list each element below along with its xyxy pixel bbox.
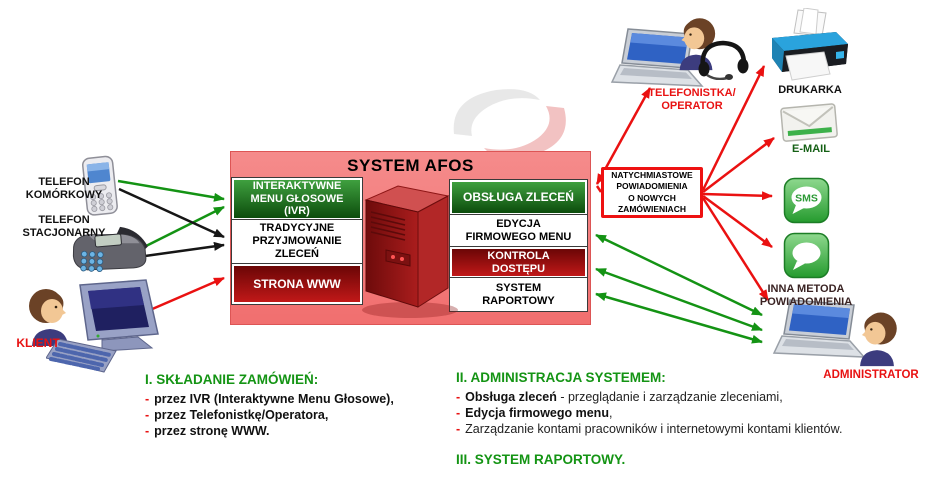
- crt-monitor-icon: [79, 279, 159, 352]
- list-item: -Edycja firmowego menu,: [456, 405, 881, 421]
- list-item-text: przez stronę WWW.: [154, 424, 270, 438]
- arrow-landline-to-ivr: [141, 205, 225, 250]
- desk-phone-icon: [72, 226, 148, 273]
- keyboard-icon: [46, 338, 117, 373]
- landline-phone-label: TELEFON STACJONARNY: [22, 214, 106, 240]
- box-tradycyjne-przyjmowanie: TRADYCYJNE PRZYJMOWANIE ZLECEŃ: [231, 219, 363, 264]
- bullet-dash: -: [456, 422, 461, 436]
- arrow-notif-to-other: [702, 194, 773, 249]
- sms-icon-text: SMS: [795, 193, 818, 205]
- box-kontrola-dostepu: KONTROLA DOSTĘPU: [449, 246, 588, 279]
- section-ordering-title: I. SKŁADANIE ZAMÓWIEŃ:: [145, 372, 319, 387]
- client-label: KLIENT: [16, 336, 60, 350]
- section-ordering: I. SKŁADANIE ZAMÓWIEŃ: -przez IVR (Inter…: [145, 372, 460, 439]
- box-strona-www: STRONA WWW: [231, 263, 363, 305]
- arrow-landline-to-tradycyjne: [144, 241, 225, 258]
- arrow-admin-edycja: [595, 233, 763, 317]
- list-item-text: Zarządzanie kontami pracowników i intern…: [465, 422, 843, 436]
- list-item: -Obsługa zleceń - przeglądanie i zarządz…: [456, 389, 881, 405]
- bullet-dash: -: [145, 408, 150, 422]
- mobile-phone-label: TELEFON KOMÓRKOWY: [25, 176, 103, 202]
- list-item: -Zarządzanie kontami pracowników i inter…: [456, 421, 881, 437]
- printer-label: DRUKARKA: [778, 84, 842, 96]
- section-administration: II. ADMINISTRACJA SYSTEMEM: -Obsługa zle…: [456, 370, 881, 437]
- section-administration-title: II. ADMINISTRACJA SYSTEMEM:: [456, 370, 666, 385]
- operator-label: TELEFONISTKA/ OPERATOR: [648, 87, 736, 113]
- arrow-admin-kontrola: [595, 267, 763, 332]
- list-item: -przez Telefonistkę/Operatora,: [145, 407, 460, 423]
- arrow-notif-to-email: [702, 137, 775, 193]
- box-ivr: INTERAKTYWNE MENU GŁOSOWE (IVR): [231, 177, 363, 221]
- list-item: -przez stronę WWW.: [145, 423, 460, 439]
- email-label: E-MAIL: [792, 143, 830, 155]
- chat-bubble-app-icon: [783, 232, 830, 279]
- box-edycja-firmowego-menu: EDYCJA FIRMOWEGO MENU: [449, 214, 588, 248]
- notification-box: NATYCHMIASTOWE POWIADOMIENIA O NOWYCH ZA…: [601, 167, 703, 218]
- list-item-text: przez IVR (Interaktywne Menu Głosowe),: [154, 392, 394, 406]
- bullet-dash: -: [456, 390, 461, 404]
- arrow-admin-raporty: [595, 292, 763, 344]
- list-item-text: ,: [608, 406, 613, 420]
- list-item: -przez IVR (Interaktywne Menu Głosowe),: [145, 391, 460, 407]
- list-item-text: - przeglądanie i zarządzanie zleceniami,: [556, 390, 783, 404]
- list-item-bold: Edycja firmowego menu: [465, 406, 609, 420]
- list-item-text: przez Telefonistkę/Operatora,: [154, 408, 329, 422]
- section-reporting-title: III. SYSTEM RAPORTOWY.: [456, 452, 626, 467]
- box-obsluga-zlecen: OBSŁUGA ZLECEŃ: [449, 179, 588, 216]
- system-afos-title: SYSTEM AFOS: [347, 156, 474, 175]
- operator-laptop-icon: [610, 28, 704, 87]
- headset-icon: [698, 40, 749, 80]
- bullet-dash: -: [145, 392, 150, 406]
- other-method-label: INNA METODA POWIADOMIENIA: [759, 283, 853, 309]
- printer-icon: [772, 8, 848, 81]
- admin-person-icon: [860, 312, 897, 367]
- list-item-bold: Obsługa zleceń: [465, 390, 557, 404]
- arrow-notif-to-sms: [702, 191, 773, 201]
- box-system-raportowy: SYSTEM RAPORTOWY: [449, 277, 588, 312]
- arrow-notif-to-printer: [701, 65, 766, 191]
- admin-laptop-icon: [772, 299, 866, 358]
- email-envelope-icon: [780, 103, 838, 142]
- arrow-mobile-to-ivr: [117, 179, 225, 202]
- bullet-dash: -: [145, 424, 150, 438]
- bullet-dash: -: [456, 406, 461, 420]
- administrator-label: ADMINISTRATOR: [823, 369, 919, 381]
- mobile-phone-icon: [82, 155, 118, 216]
- sms-app-icon: SMS: [783, 177, 830, 224]
- section-reporting: III. SYSTEM RAPORTOWY.: [456, 452, 756, 471]
